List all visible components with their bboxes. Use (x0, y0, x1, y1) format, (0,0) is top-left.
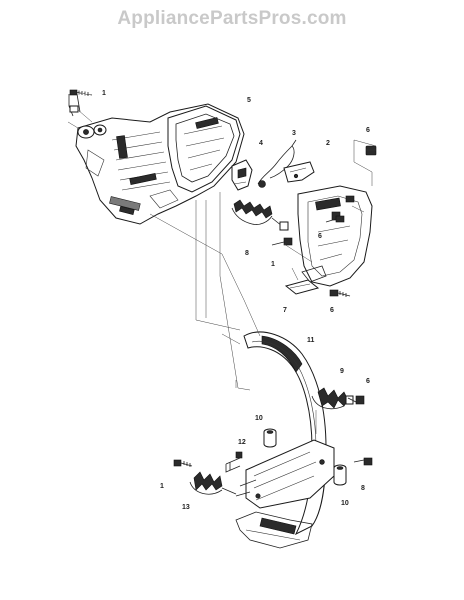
part-latch (283, 161, 315, 183)
part-screw-top (68, 89, 93, 117)
part-pin (225, 451, 243, 473)
part-bolt-lower (329, 289, 351, 297)
callout-1-mid: 1 (271, 261, 275, 268)
callout-8-top: 8 (245, 250, 249, 257)
callout-labels: 1 5 4 3 2 6 6 8 1 7 6 11 9 6 10 12 1 13 … (102, 90, 370, 511)
part-bushing-lower (333, 464, 347, 486)
part-hand-guard (297, 185, 373, 287)
callout-6-handle: 6 (366, 378, 370, 385)
callout-6-mid: 6 (318, 233, 322, 240)
part-housing (75, 103, 245, 225)
part-wire-spring (257, 139, 297, 188)
callout-6-top-right: 6 (366, 127, 370, 134)
callout-8-bottom: 8 (361, 485, 365, 492)
callout-10-lower: 10 (341, 500, 349, 507)
part-bracket (231, 159, 253, 191)
part-spring-right (311, 387, 357, 410)
part-plate (284, 279, 320, 295)
assembly-leader-lines (67, 109, 365, 434)
watermark-logo: AppliancePartsPros.com (117, 8, 347, 29)
callout-9: 9 (340, 368, 344, 375)
callout-5: 5 (247, 97, 251, 104)
callout-7: 7 (283, 307, 287, 314)
part-screw-lower-right (353, 457, 373, 466)
callout-1-top: 1 (102, 90, 106, 97)
part-screw-guard (325, 215, 345, 223)
part-screw-mid (271, 237, 293, 246)
callout-3: 3 (292, 130, 296, 137)
part-spring-bottom (189, 471, 237, 495)
part-front-handle (235, 331, 327, 549)
callout-4: 4 (259, 140, 263, 147)
callout-11: 11 (307, 337, 315, 344)
part-nut-top-right (353, 139, 377, 186)
callout-13: 13 (182, 504, 190, 511)
part-spring-upper (231, 199, 289, 231)
callout-6-lower: 6 (330, 307, 334, 314)
callout-2: 2 (326, 140, 330, 147)
part-screw-handle (355, 395, 365, 405)
part-screw-bottom (173, 459, 193, 467)
part-lower-bracket (235, 439, 335, 509)
callout-1-bottom: 1 (160, 483, 164, 490)
callout-10-upper: 10 (255, 415, 263, 422)
callout-12: 12 (238, 439, 246, 446)
part-bushing-upper (263, 428, 277, 448)
